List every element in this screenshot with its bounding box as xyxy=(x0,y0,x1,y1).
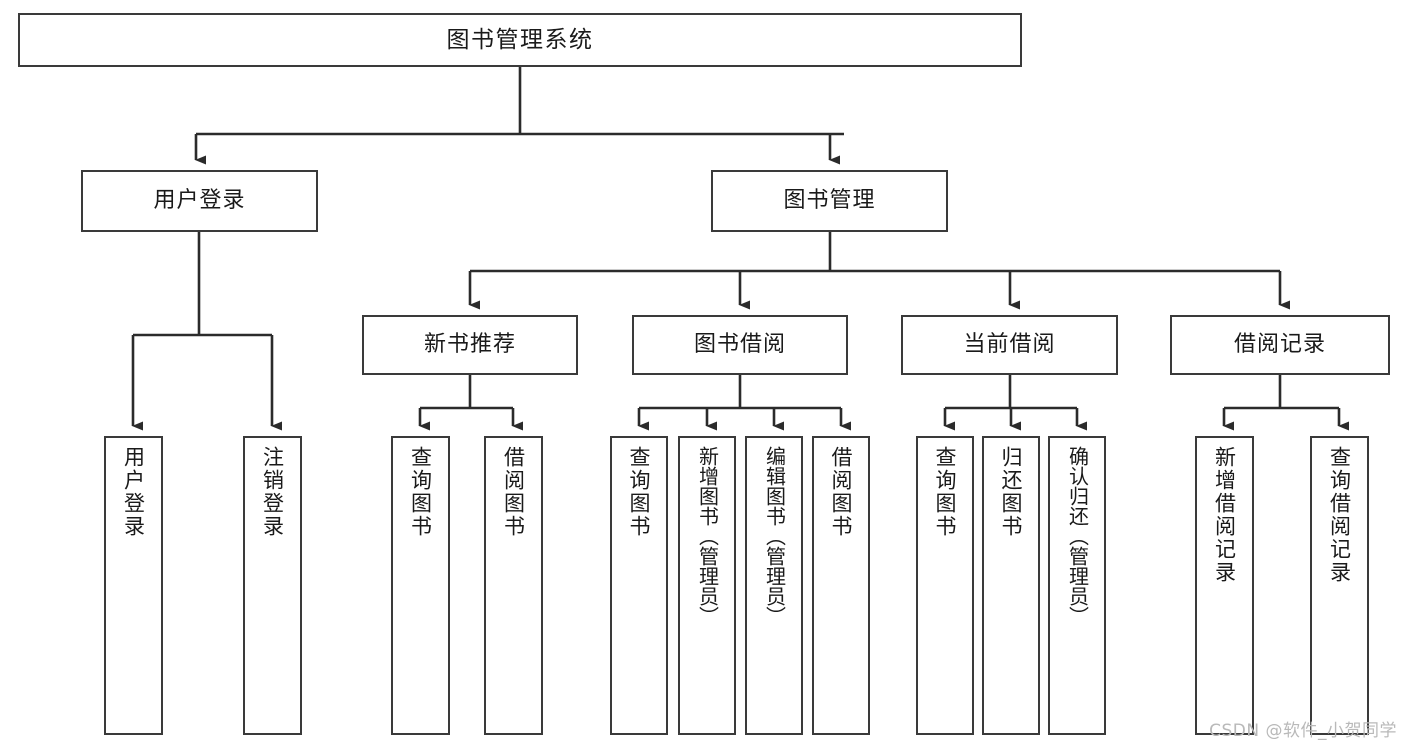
leaf-query-book-recommend[interactable]: 查询图书 xyxy=(391,436,450,735)
leaf-add-borrow-record[interactable]: 新增借阅记录 xyxy=(1195,436,1254,735)
leaf-borrow-book-recommend[interactable]: 借阅图书 xyxy=(484,436,543,735)
node-label: 借阅记录 xyxy=(1233,332,1326,358)
leaf-return-book[interactable]: 归还图书 xyxy=(982,436,1040,735)
node-borrow-record[interactable]: 借阅记录 xyxy=(1170,315,1390,375)
node-label: 查询图书 xyxy=(933,446,958,538)
node-label: 借阅图书 xyxy=(829,446,854,538)
node-label: 图书借阅 xyxy=(693,332,786,358)
node-label: 查询图书 xyxy=(627,446,652,538)
node-label: 归还图书 xyxy=(999,446,1024,538)
node-new-book-recommend[interactable]: 新书推荐 xyxy=(362,315,578,375)
leaf-add-book-admin[interactable]: 新增图书（管理员） xyxy=(678,436,736,735)
leaf-user-login[interactable]: 用户登录 xyxy=(104,436,163,735)
leaf-borrow-book-borrow[interactable]: 借阅图书 xyxy=(812,436,870,735)
node-label: 查询图书 xyxy=(408,446,433,538)
edges xyxy=(131,67,1349,431)
leaf-logout-login[interactable]: 注销登录 xyxy=(243,436,302,735)
node-book-borrow[interactable]: 图书借阅 xyxy=(632,315,848,375)
node-label: 图书管理 xyxy=(783,188,876,214)
node-label: 用户登录 xyxy=(153,188,246,214)
leaf-query-book-current[interactable]: 查询图书 xyxy=(916,436,974,735)
node-label: 新书推荐 xyxy=(423,332,516,358)
node-root-book-management-system[interactable]: 图书管理系统 xyxy=(18,13,1022,67)
leaf-query-book-borrow[interactable]: 查询图书 xyxy=(610,436,668,735)
leaf-edit-book-admin[interactable]: 编辑图书（管理员） xyxy=(745,436,803,735)
node-label: 注销登录 xyxy=(260,446,285,538)
node-label: 新增图书（管理员） xyxy=(695,446,720,626)
node-label: 图书管理系统 xyxy=(446,26,594,53)
node-user-login[interactable]: 用户登录 xyxy=(81,170,318,232)
node-label: 借阅图书 xyxy=(501,446,526,538)
node-label: 编辑图书（管理员） xyxy=(762,446,787,626)
node-label: 新增借阅记录 xyxy=(1212,446,1237,584)
leaf-confirm-return-admin[interactable]: 确认归还（管理员） xyxy=(1048,436,1106,735)
node-label: 当前借阅 xyxy=(963,332,1056,358)
node-label: 查询借阅记录 xyxy=(1327,446,1352,584)
node-label: 用户登录 xyxy=(121,446,146,538)
node-label: 确认归还（管理员） xyxy=(1065,446,1090,626)
leaf-query-borrow-record[interactable]: 查询借阅记录 xyxy=(1310,436,1369,735)
node-current-borrow[interactable]: 当前借阅 xyxy=(901,315,1118,375)
node-book-manage[interactable]: 图书管理 xyxy=(711,170,948,232)
